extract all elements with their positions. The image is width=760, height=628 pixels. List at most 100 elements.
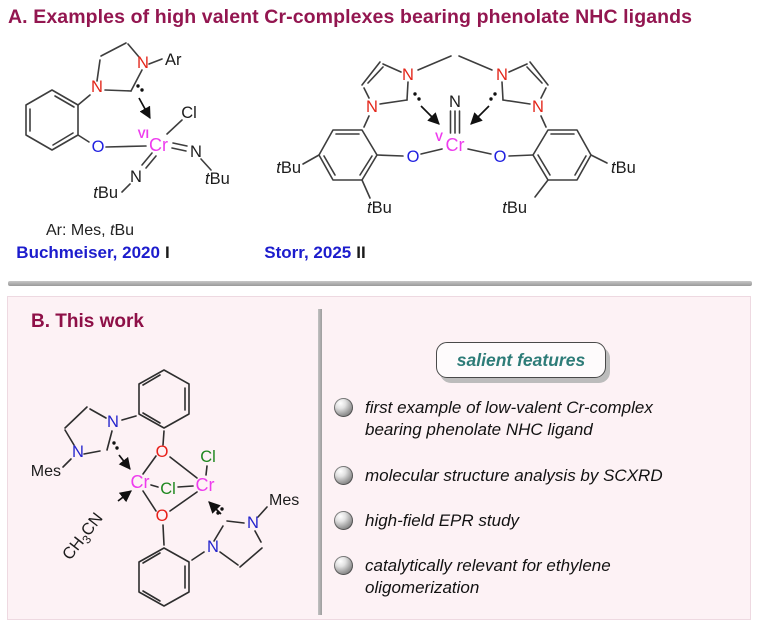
feature-item: molecular structure analysis by SCXRD — [334, 465, 742, 487]
tbu-label: tBu — [276, 159, 301, 177]
atom-n-icon: N — [532, 98, 544, 116]
tbu-t: t — [502, 199, 508, 217]
atom-cl-icon: Cl — [181, 104, 197, 122]
sphere-bullet-icon — [334, 398, 353, 417]
tbu-t: t — [205, 170, 211, 188]
atom-n-icon: N — [207, 538, 219, 556]
nhc-ring-top-left — [62, 406, 119, 468]
tbu-bu: Bu — [98, 184, 118, 202]
phenolate-ring-left — [302, 115, 404, 199]
tbu-bu: Bu — [114, 222, 135, 239]
structure-this-work: CH3CN N N Mes Cr Cr O O Cl Cl — [31, 369, 299, 607]
nhc-ring-bottom-right — [213, 506, 268, 568]
tbu-t: t — [611, 159, 617, 177]
structure-buchmeiser: N N Ar Cl VI Cr O N tBu N tBu — [25, 42, 230, 202]
feature-text: first example of low-valent Cr-complex b… — [365, 398, 653, 439]
tbu-label: tBu — [611, 159, 636, 177]
sphere-bullet-icon — [334, 466, 353, 485]
atom-n-icon: N — [366, 98, 378, 116]
atom-n-icon: N — [496, 66, 508, 84]
tbu-label: tBu — [93, 184, 118, 202]
oxidation-state-v: V — [435, 130, 443, 144]
atom-o-icon: O — [494, 148, 507, 166]
feature-item: first example of low-valent Cr-complex b… — [334, 397, 742, 441]
panel-a-title: A. Examples of high valent Cr-complexes … — [8, 6, 693, 28]
tbu-t: t — [367, 199, 373, 217]
horizontal-divider — [8, 281, 752, 286]
salient-features-title: salient features — [456, 349, 586, 370]
ar-definition-prefix: Ar: Mes, — [45, 222, 110, 239]
tbu-label: tBu — [367, 199, 392, 217]
atom-o-icon: O — [407, 148, 420, 166]
atom-n-icon: N — [72, 443, 84, 461]
tbu-bu: Bu — [281, 159, 301, 177]
ar-definition: Ar: Mes, tBu — [35, 222, 145, 240]
nhc-ring — [96, 42, 163, 92]
atom-o-icon: O — [92, 138, 105, 156]
atom-o-icon: O — [156, 507, 169, 525]
feature-text: catalytically relevant for ethylene olig… — [365, 556, 611, 597]
ch3cn-donation-arrow — [117, 490, 132, 503]
carbene-donation-arrow — [118, 454, 131, 470]
metal-bonds — [420, 148, 492, 155]
carbene-donation-arrow — [470, 105, 490, 125]
tbu-t: t — [93, 184, 99, 202]
atom-o-icon: O — [156, 443, 169, 461]
tbu-label: tBu — [205, 170, 230, 188]
feature-item: catalytically relevant for ethylene olig… — [334, 555, 742, 599]
nitride-triple-bond — [449, 110, 461, 134]
tbu-bu: Bu — [616, 159, 636, 177]
atom-cl-icon: Cl — [200, 448, 216, 466]
sphere-bullet-icon — [334, 556, 353, 575]
metal-bonds — [105, 119, 212, 193]
tbu-label: tBu — [502, 199, 527, 217]
atom-n-icon: N — [107, 413, 119, 431]
phenyl-ring-bottom — [138, 524, 205, 607]
carbene-donation-arrow — [208, 501, 222, 515]
reference-text: Buchmeiser, 2020 — [16, 243, 160, 262]
tbu-bu: Bu — [507, 199, 527, 217]
sphere-bullet-icon — [334, 511, 353, 530]
atom-n-icon: N — [190, 143, 202, 161]
mes-label: Mes — [269, 492, 299, 509]
imidazole-ring-left — [361, 61, 421, 105]
tbu-t: t — [109, 222, 115, 239]
feature-item: high-field EPR study — [334, 510, 742, 532]
methylene-bridge — [417, 55, 493, 71]
mes-label: Mes — [31, 463, 61, 480]
atom-cr-icon: Cr — [131, 472, 150, 492]
tbu-t: t — [276, 159, 282, 177]
panel-b: B. This work — [7, 296, 751, 620]
atom-cl-icon: Cl — [160, 480, 176, 498]
ar-substituent-label: Ar — [165, 51, 182, 69]
reference-text: Storr, 2025 — [264, 243, 352, 262]
oxidation-state-vi: VI — [138, 127, 149, 141]
atom-n-icon: N — [91, 78, 103, 96]
structure-storr: N N N N N V Cr O O tBu tBu tBu tBu — [276, 55, 636, 217]
feature-text: molecular structure analysis by SCXRD — [365, 466, 663, 485]
compound-number: II — [356, 243, 366, 262]
phenolate-ring-right — [508, 115, 608, 198]
tbu-bu: Bu — [210, 170, 230, 188]
compound-number: I — [164, 243, 170, 262]
atom-n-icon: N — [137, 54, 149, 72]
tbu-bu: Bu — [372, 199, 392, 217]
atom-cr-icon: Cr — [446, 135, 465, 155]
carbene-donation-arrow — [420, 105, 440, 125]
atom-n-icon: N — [130, 168, 142, 186]
imidazole-ring-right — [489, 61, 549, 105]
vertical-divider — [318, 309, 322, 615]
atom-cr-icon: Cr — [149, 135, 168, 155]
atom-n-icon: N — [449, 93, 461, 111]
atom-n-icon: N — [247, 514, 259, 532]
phenyl-ring-top — [121, 369, 190, 446]
core-bonds — [142, 455, 208, 512]
atom-cr-icon: Cr — [196, 475, 215, 495]
ch3cn-label: CH3CN — [59, 510, 109, 566]
carbene-donation-arrow — [138, 97, 151, 120]
acetonitrile-ligand: CH3CN — [59, 490, 132, 566]
feature-text: high-field EPR study — [365, 511, 520, 530]
salient-features-box: salient features — [436, 342, 606, 378]
